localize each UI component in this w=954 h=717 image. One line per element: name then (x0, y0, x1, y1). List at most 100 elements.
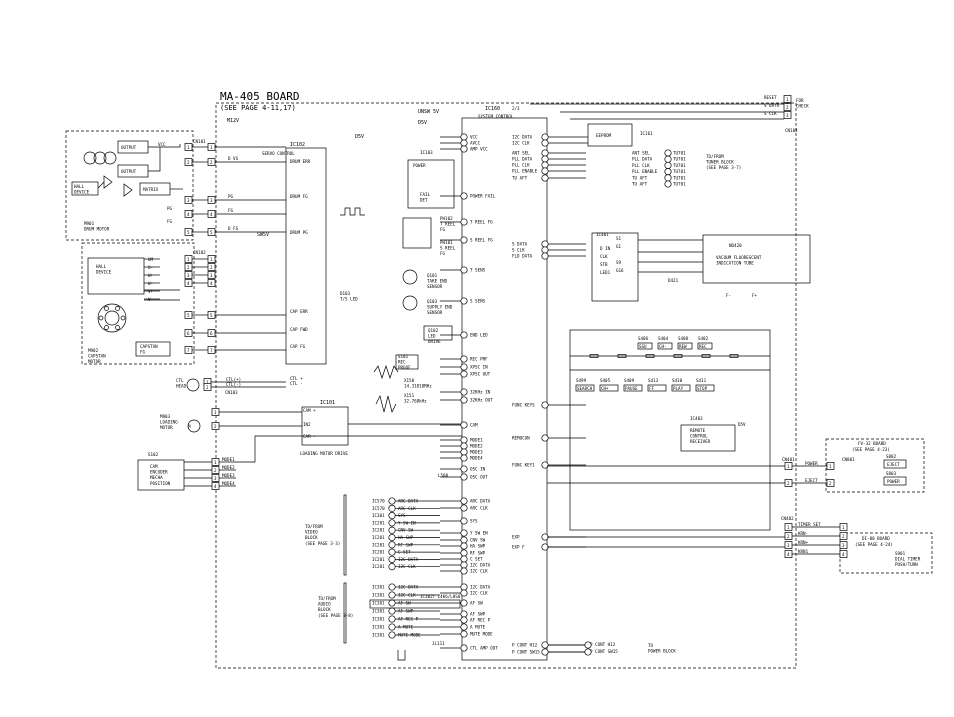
capstan-pin-label: W+ (148, 273, 154, 278)
s901: DIAL TIMER (895, 557, 921, 562)
capstan-pin-label: U- (148, 265, 153, 270)
tuner-pin-label: ANT SEL (632, 151, 650, 156)
fld-fp: F+ (752, 293, 758, 298)
pin-number: 4 (210, 281, 213, 286)
ic101-pin: CAM + (303, 408, 316, 413)
tuner-tu: TU701 (673, 169, 686, 174)
vcc-label: VCC (158, 142, 166, 147)
cn101-signal: D VS (228, 156, 239, 161)
ic160-pin-label: MODE3 (470, 450, 483, 455)
ph101-label: FG (440, 251, 446, 256)
l500-label: L500 (438, 473, 449, 478)
tuner-label: (SEE PAGE 3-7) (706, 165, 741, 170)
ic160-pin (460, 555, 468, 563)
ic102-pin-label: CTL - (290, 381, 303, 386)
fld-pin: STB (600, 262, 608, 267)
ic160-pin (541, 641, 549, 649)
ic160-pin (460, 536, 468, 544)
ic160-pin (541, 149, 549, 157)
ctl-label: CTL(+) (226, 377, 241, 382)
pin-number: 6 (187, 331, 190, 336)
ic102-pin-label: DRUM PG (290, 230, 308, 235)
capstan-pin-label: W- (148, 281, 153, 286)
gnd (397, 650, 406, 661)
output-label: OUTPUT (121, 145, 137, 150)
cam-pin-label: MODE1 (222, 457, 235, 462)
check-pin (783, 111, 792, 119)
hall-label: HALL (74, 184, 85, 189)
ic160-pin-label: P CONT H12 (512, 643, 538, 648)
ic160-pin-label: 32KHz IN (470, 390, 491, 395)
ic160-pin-label: S SENS (470, 299, 486, 304)
s101-label: REC (398, 360, 406, 365)
video-pin (388, 526, 396, 534)
coil (115, 325, 120, 330)
ic103-label: FAIL (420, 192, 431, 197)
cam-pin-label: MODE2 (222, 465, 235, 470)
pin-number: 5 (210, 230, 213, 235)
pin-number: 1 (787, 464, 790, 469)
video-ic: IC201 (372, 557, 385, 562)
dv-pin-label: KRN1 (798, 549, 809, 554)
pin-number: 4 (787, 552, 790, 557)
ic160-pin-label: AF REC P (470, 618, 491, 623)
tuner-tu: TU701 (673, 163, 686, 168)
jl111: JL111 (432, 641, 445, 646)
audio-ic: IC301 (372, 585, 385, 590)
ic160-pin-label: FUNC KEYS (512, 403, 535, 408)
capstan-motor-label: MOTOR (88, 359, 101, 364)
svg-text:SW5V: SW5V (257, 232, 269, 238)
tuner-tu: TU701 (673, 157, 686, 162)
capstan-motor-internals: HALLDEVICECAPSTANFGM902CAPSTANMOTORUMU-W… (87, 257, 180, 364)
for-check-label: CHECK (796, 104, 809, 109)
ic160-pin-label: XPSC IN (470, 365, 488, 370)
pin-number: 7 (210, 348, 213, 353)
output-label: OUTPUT (121, 169, 137, 174)
top-signal: S CLK (764, 111, 777, 116)
ic160-pin (460, 465, 468, 473)
ic160-label: SYSTEM CONTROL (478, 114, 514, 119)
ic160-pin (460, 561, 468, 569)
ic160-pin (460, 542, 468, 550)
ic160-pin (460, 145, 468, 153)
transistor (402, 295, 418, 311)
q101-label: TAKE END (427, 279, 448, 284)
audio-ic: IC301 (372, 617, 385, 622)
pin-number: 3 (210, 273, 213, 278)
ic160-pin-label: MUTE MODE (470, 632, 493, 637)
key-box (599, 384, 619, 392)
tuner-label: TUNER BLOCK (706, 160, 734, 165)
ic102-box (285, 147, 327, 365)
key-id: S408 (678, 336, 689, 341)
cn101-signal: FG (228, 208, 234, 213)
pin-number: 3 (842, 543, 845, 548)
wire (148, 144, 181, 148)
ic160-pin (460, 610, 468, 618)
pin-number: 1 (842, 525, 845, 530)
fld-g: S1 (616, 236, 622, 241)
ic160-pin-label: TU AFT (512, 176, 528, 181)
video-ic: IC201 (372, 528, 385, 533)
q102-box (423, 325, 453, 341)
q103-label: SUPPLY END (427, 305, 453, 310)
cam-encoder-label: POSITION (150, 481, 171, 486)
capstan-pin-label: V- (148, 297, 153, 302)
q102-label: Q102 (428, 328, 439, 333)
ic160-pin (460, 218, 468, 226)
key-name: FF (649, 386, 655, 391)
loading-motor-label: MOTOR (160, 425, 173, 430)
ph101-label: S REEL (440, 246, 456, 251)
cn101-signal: PG (228, 194, 234, 199)
video-ic: IC201 (372, 550, 385, 555)
ic403-text: CONTROL (690, 434, 708, 439)
svg-text:UNSW 5V: UNSW 5V (418, 109, 439, 115)
audio-pin (388, 615, 396, 623)
capstan-motor-box (81, 242, 195, 365)
ic160-pin-label: PLL DATA (512, 157, 533, 162)
x150-label: X150 (404, 378, 415, 383)
